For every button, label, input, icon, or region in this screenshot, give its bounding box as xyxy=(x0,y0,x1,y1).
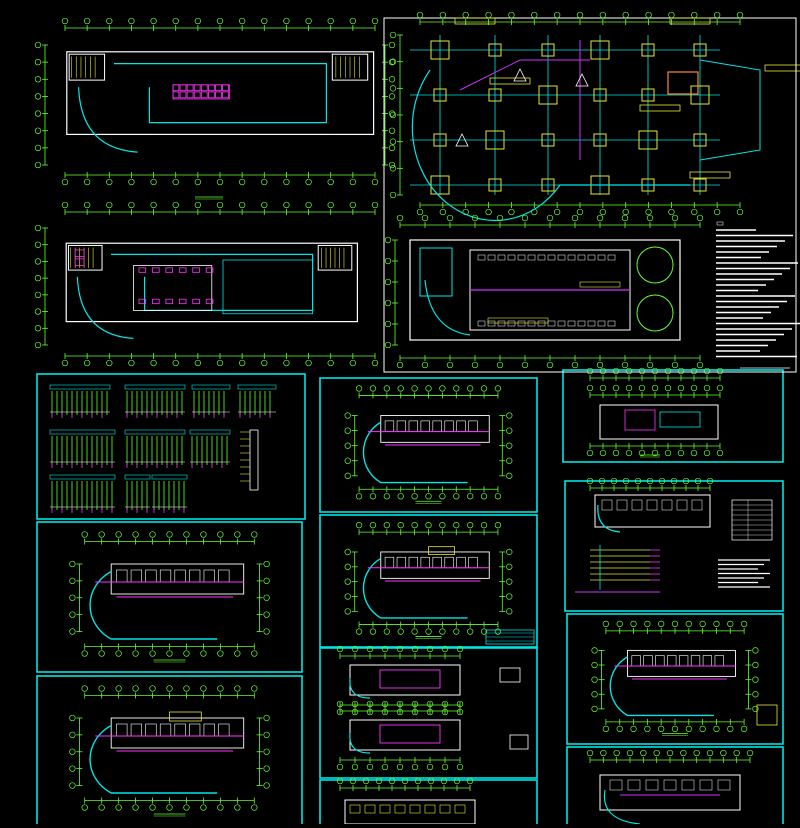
first-floor-plan xyxy=(34,17,396,200)
thumb-plan-h xyxy=(562,367,784,463)
roof-notes-text xyxy=(716,221,800,358)
legend-table xyxy=(731,499,773,541)
thumb-plan-b xyxy=(36,675,303,827)
sheet-frames xyxy=(383,18,797,373)
thumb-plan-f xyxy=(564,477,784,612)
thumb-plan-c xyxy=(319,377,538,513)
panel-schedules xyxy=(36,373,306,520)
roof-plan-notes xyxy=(384,214,800,369)
thumb-plan-a xyxy=(36,521,303,673)
thumb-plan-j xyxy=(566,746,784,828)
thumb-plan-e xyxy=(319,514,538,648)
thumb-plan-f-bottom xyxy=(319,777,538,828)
second-floor-plan xyxy=(34,201,379,367)
thumb-plan-d xyxy=(319,645,538,779)
thumb-plan-i xyxy=(566,613,784,745)
